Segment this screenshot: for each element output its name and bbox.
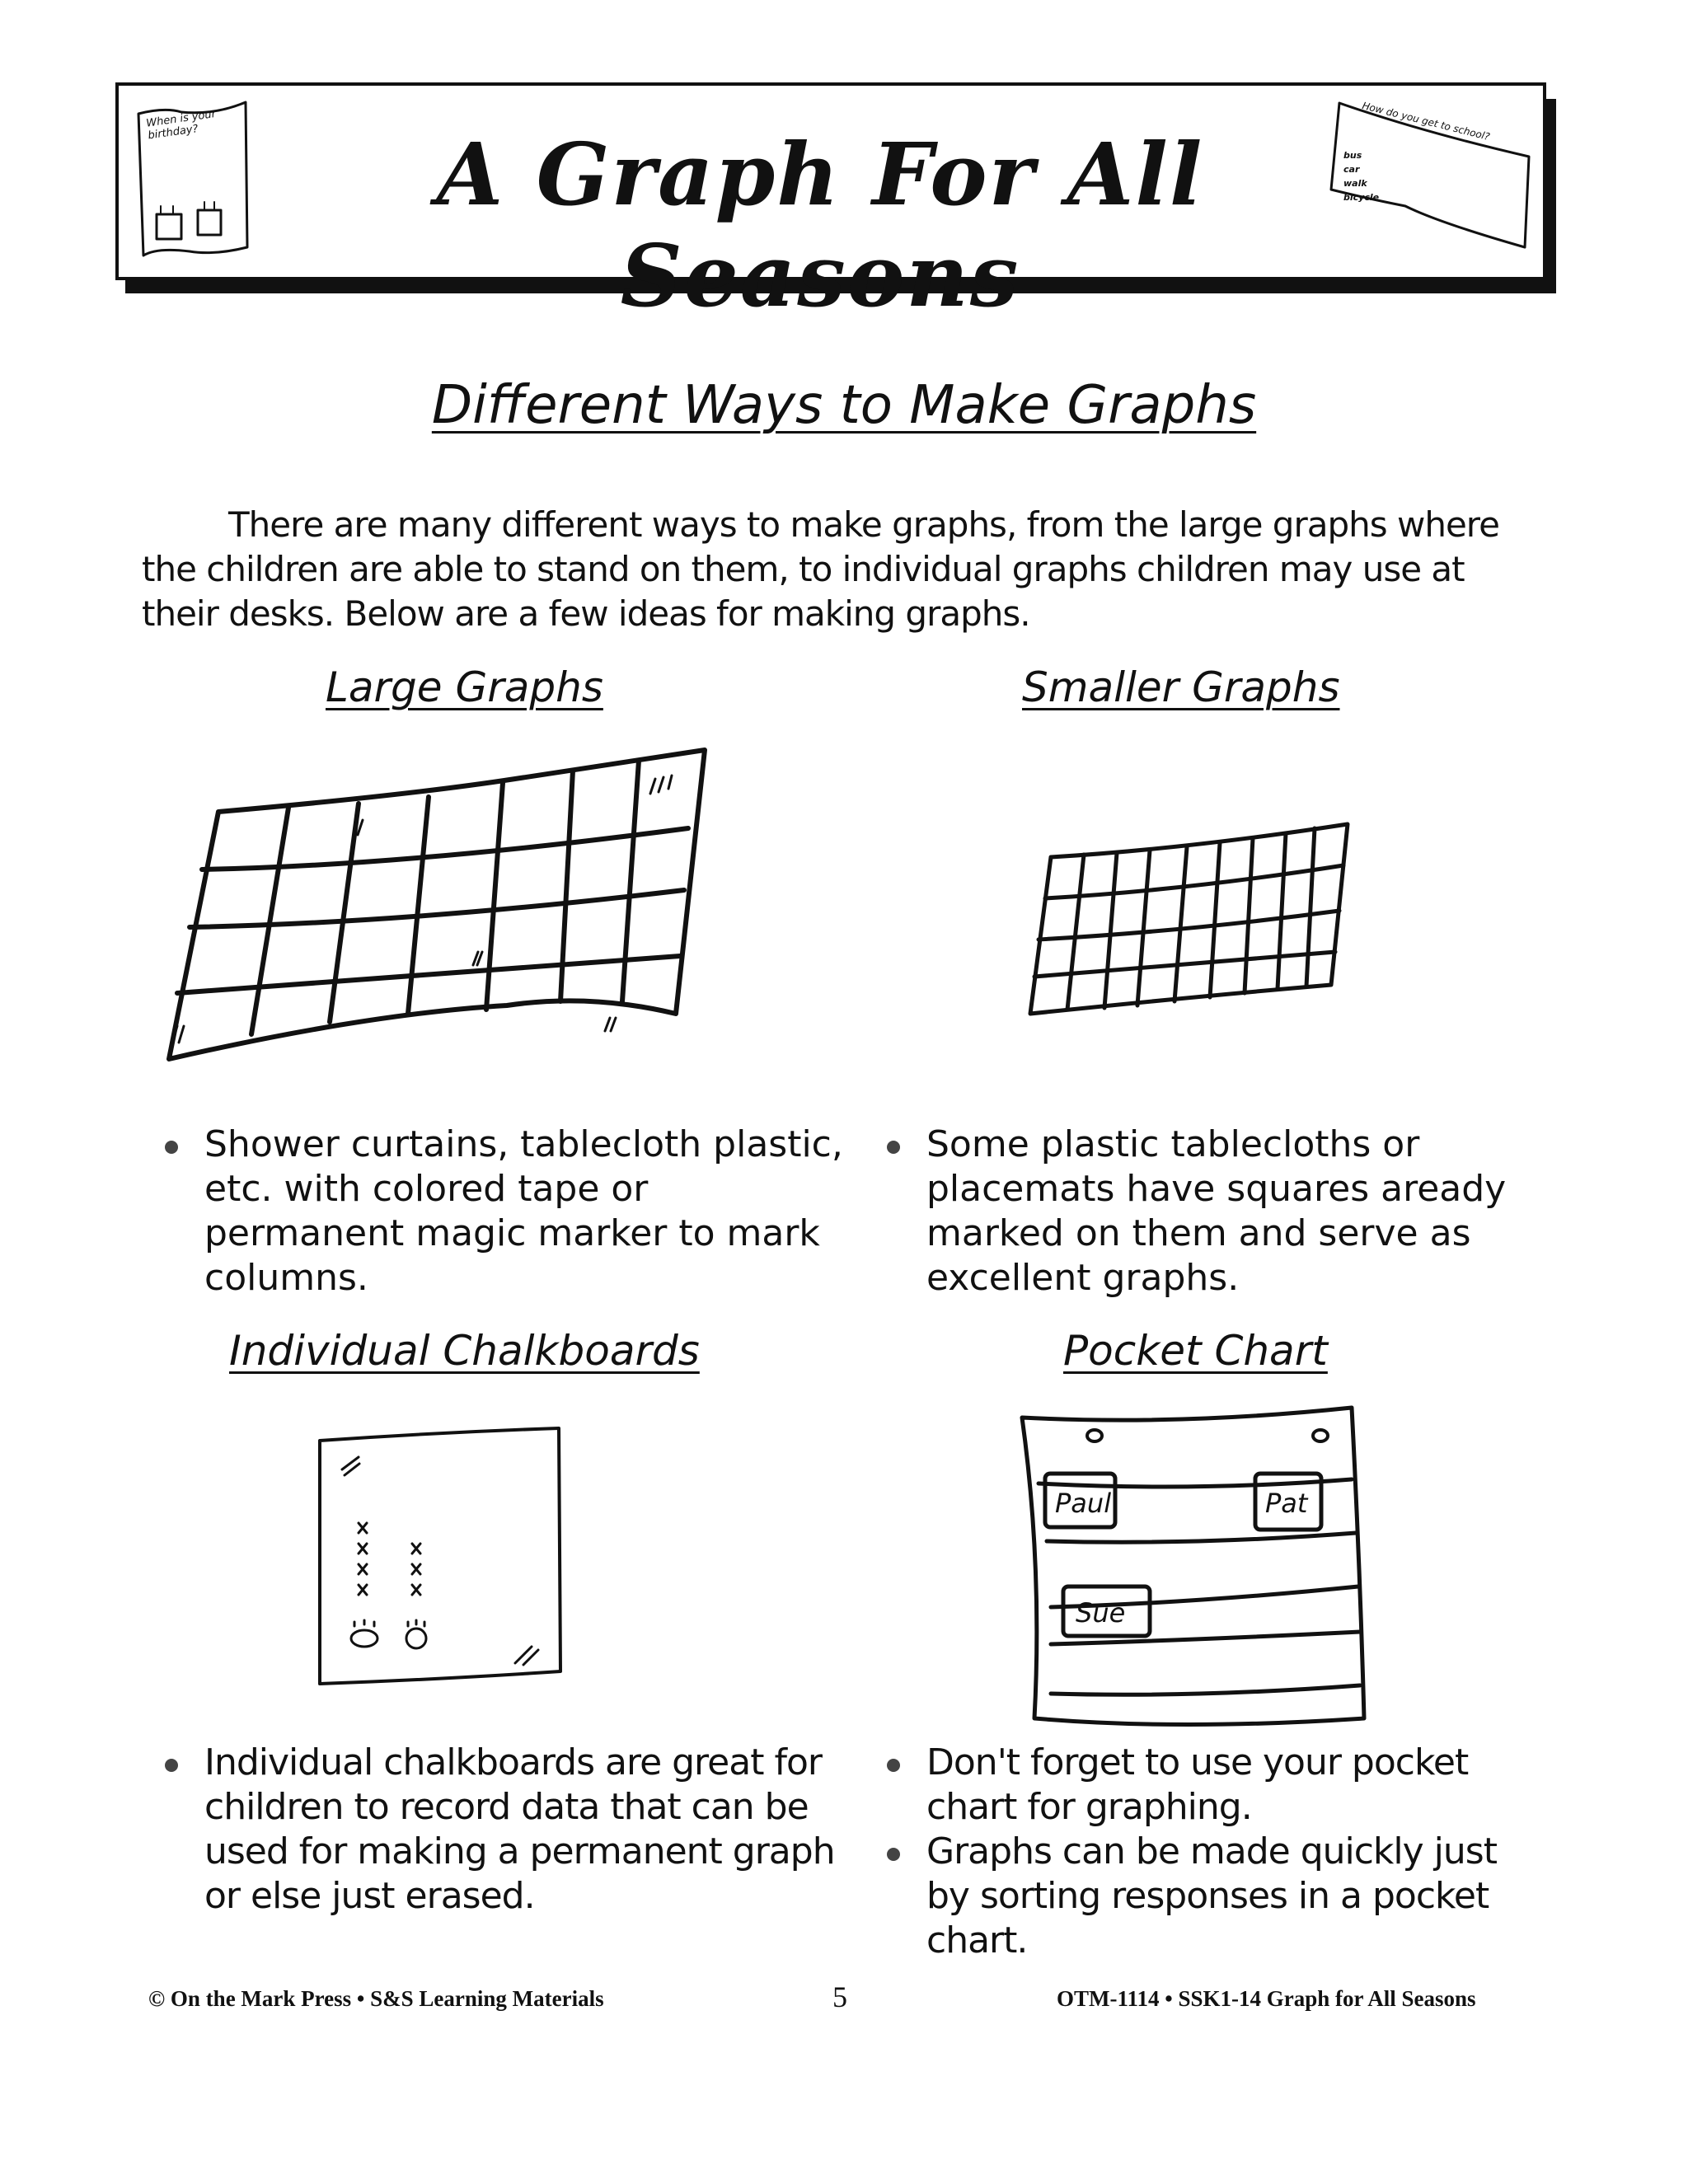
heading-smaller-graphs: Smaller Graphs <box>1022 663 1340 711</box>
school-note-rows: bus car walk bicycle <box>1343 148 1379 204</box>
header-shadow <box>1543 99 1556 288</box>
heading-pocket-chart: Pocket Chart <box>1063 1327 1328 1375</box>
large-graphs-bullets: Shower curtains, tablecloth plastic, etc… <box>162 1122 846 1301</box>
header-title: A Graph For All Seasons <box>436 124 1204 326</box>
pocket-card-pat: Pat <box>1265 1488 1308 1519</box>
footer-product-code: OTM-1114 • SSK1-14 Graph for All Seasons <box>1057 1986 1476 2011</box>
page-title: Different Ways to Make Graphs <box>431 375 1257 436</box>
note-row: car <box>1343 164 1360 175</box>
header-banner <box>115 82 1546 280</box>
school-transport-chart-illustration <box>1329 101 1531 249</box>
large-graph-illustration <box>166 748 707 1062</box>
note-row: bus <box>1343 150 1362 161</box>
note-row: bicycle <box>1343 192 1380 203</box>
bullet-item: Individual chalkboards are great for chi… <box>162 1741 837 1919</box>
heading-large-graphs: Large Graphs <box>326 663 603 711</box>
birthday-chart-illustration <box>137 101 249 257</box>
note-row: walk <box>1343 178 1367 189</box>
intro-paragraph: There are many different ways to make gr… <box>142 504 1500 634</box>
pocket-card-sue: Sue <box>1076 1597 1126 1629</box>
footer-publisher: © On the Mark Press • S&S Learning Mater… <box>148 1986 604 2011</box>
bullet-item: Graphs can be made quickly just by sorti… <box>884 1830 1543 1963</box>
chalkboards-bullets: Individual chalkboards are great for chi… <box>162 1741 837 1919</box>
chalkboard-illustration <box>318 1427 562 1685</box>
pocket-chart-bullets: Don't forget to use your pocket chart fo… <box>884 1741 1543 1963</box>
bullet-item: Don't forget to use your pocket chart fo… <box>884 1741 1543 1830</box>
pocket-card-paul: Paul <box>1055 1488 1112 1519</box>
smaller-graph-illustration <box>1028 822 1350 1016</box>
heading-individual-chalkboards: Individual Chalkboards <box>229 1327 700 1375</box>
bullet-item: Some plastic tablecloths or placemats ha… <box>884 1122 1559 1301</box>
smaller-graphs-bullets: Some plastic tablecloths or placemats ha… <box>884 1122 1559 1301</box>
page-number: 5 <box>832 1980 847 2013</box>
pocket-chart-illustration <box>1020 1405 1367 1727</box>
header-shadow <box>125 277 1556 293</box>
bullet-item: Shower curtains, tablecloth plastic, etc… <box>162 1122 846 1301</box>
